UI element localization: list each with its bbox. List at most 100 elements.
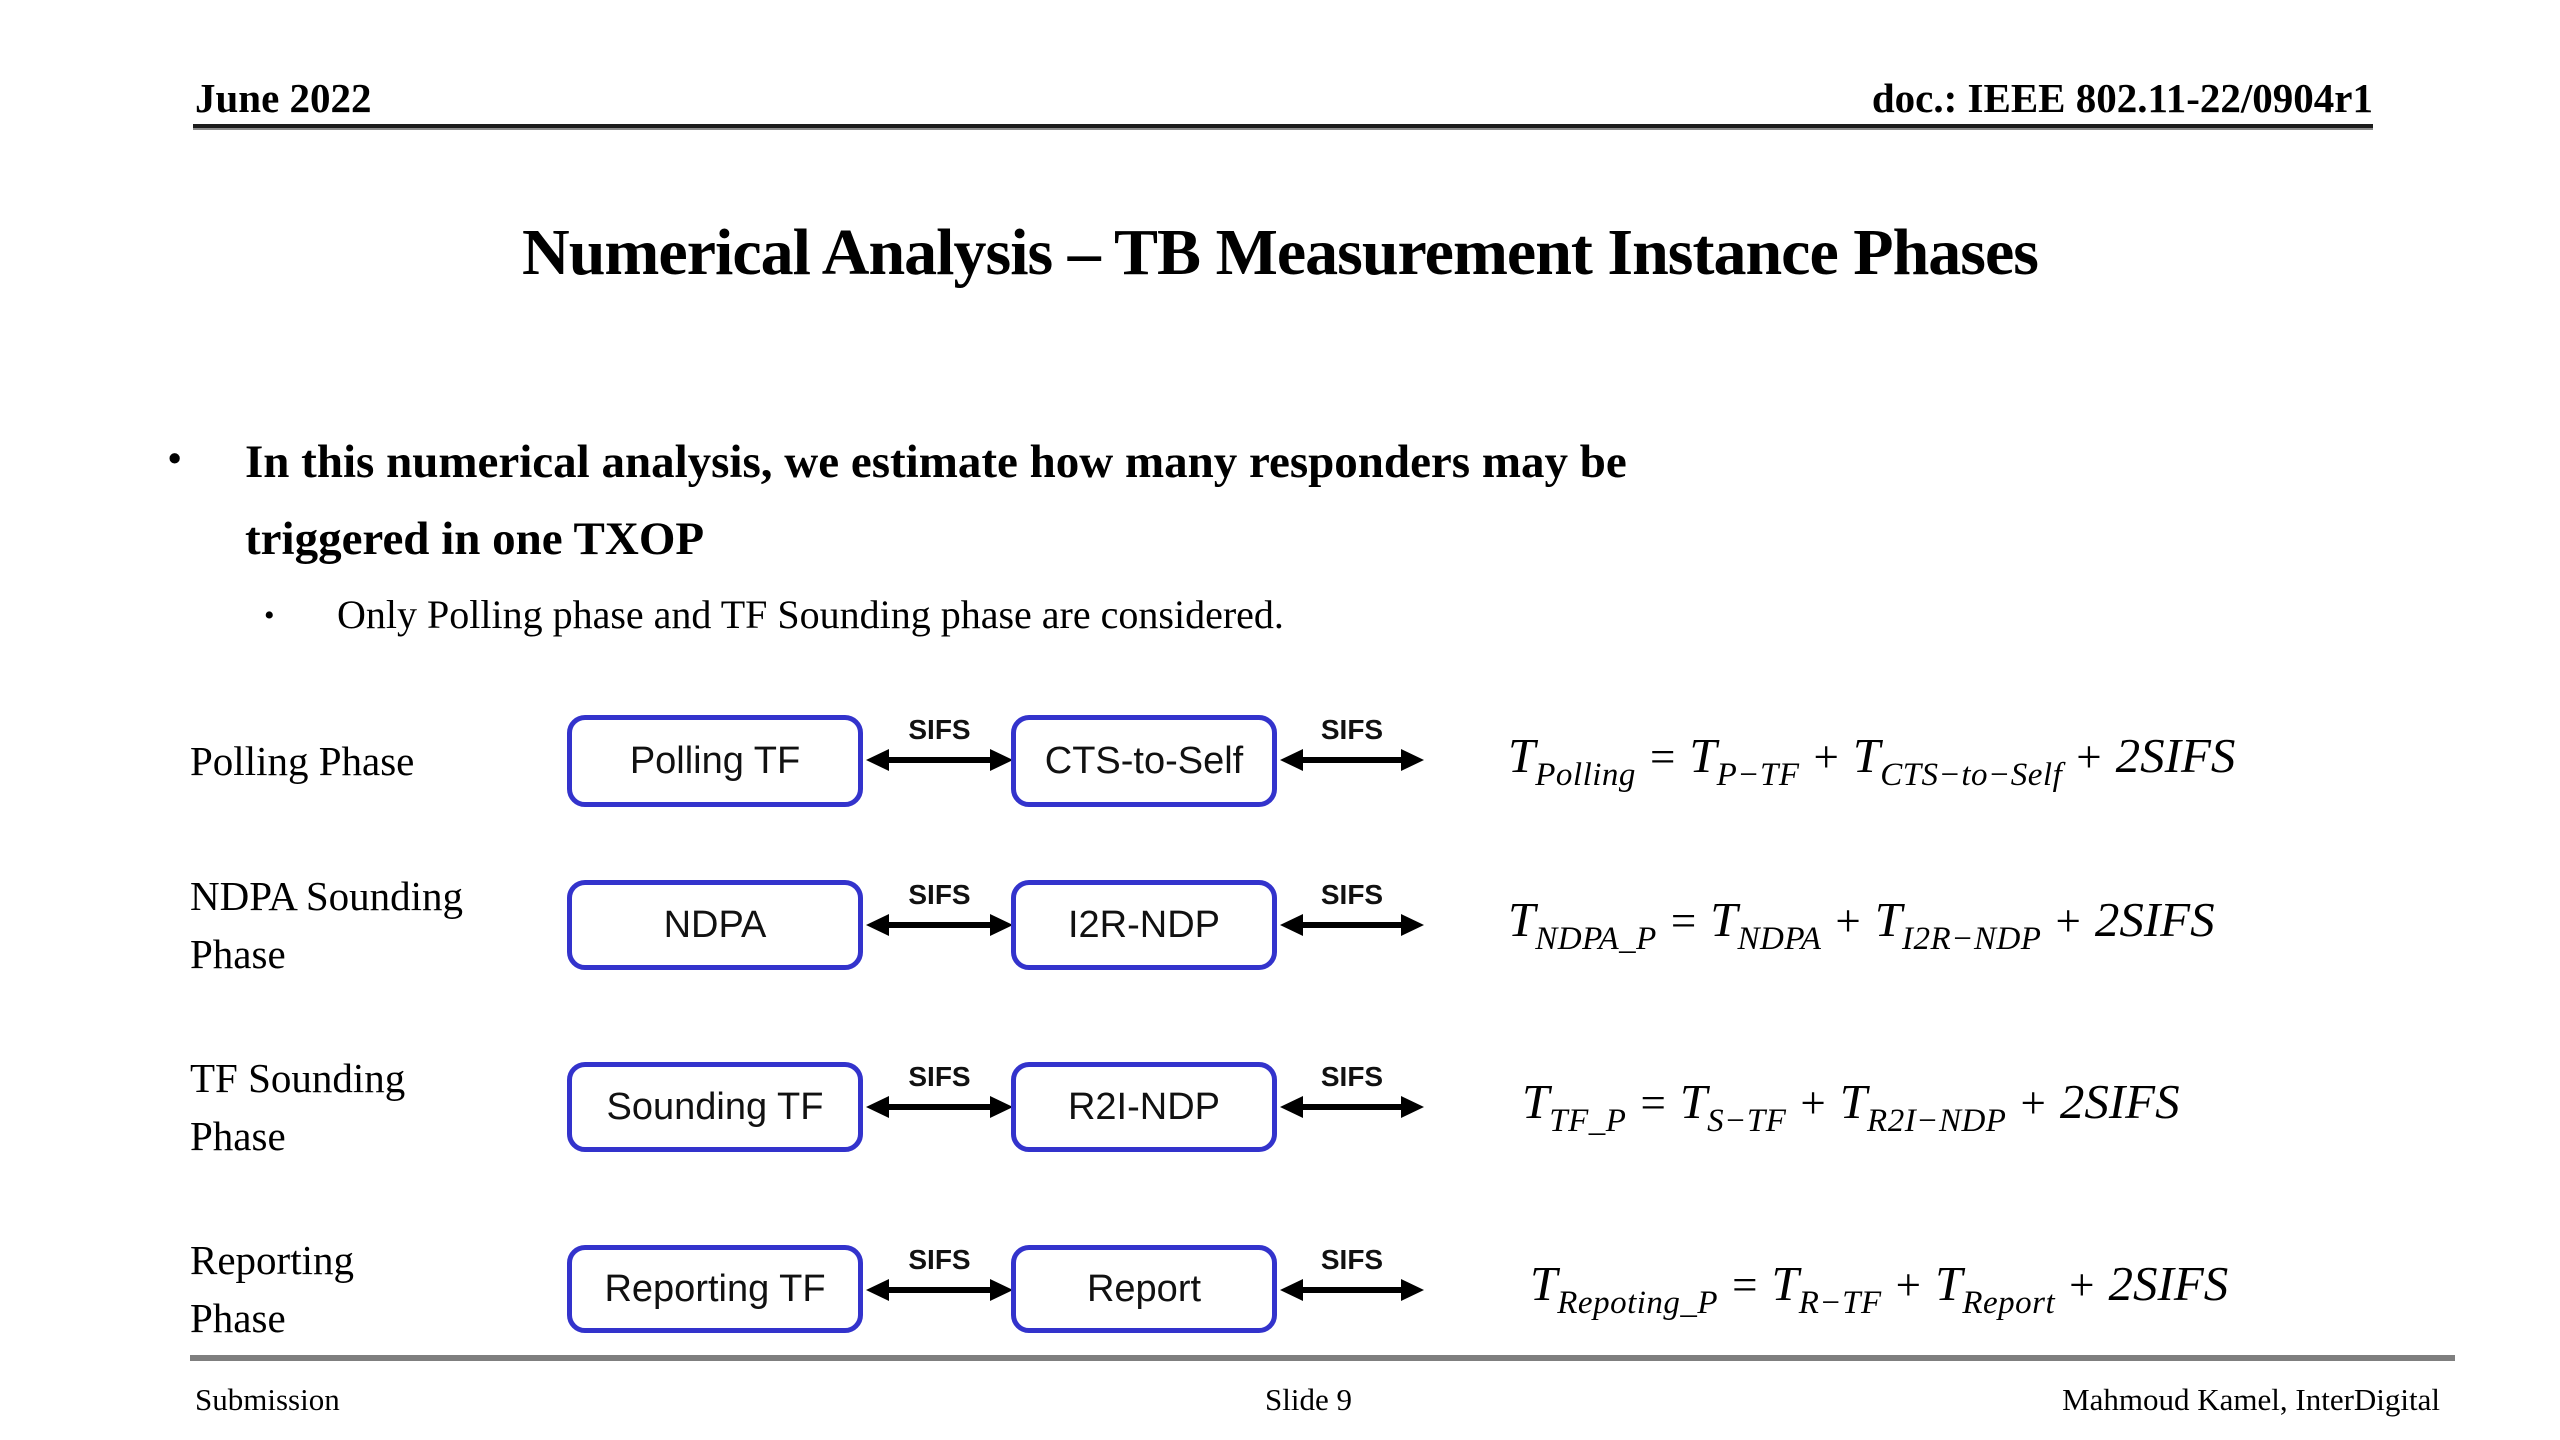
footer-submission: Submission [195, 1382, 340, 1417]
phase-box-reporting-tf: Reporting TF [567, 1245, 863, 1333]
phase-box-r2i-ndp: R2I-NDP [1011, 1062, 1277, 1152]
box-label: CTS-to-Self [1044, 739, 1244, 782]
math-plus: + [1835, 896, 1861, 946]
bullet-marker: • [168, 438, 182, 480]
math-sub: NDPA [1737, 921, 1822, 957]
footer-author: Mahmoud Kamel, InterDigital [2062, 1382, 2440, 1417]
math-sub: I2R−NDP [1902, 921, 2042, 957]
math-plus: + [2020, 1078, 2046, 1128]
formula-ndpa-sounding: TNDPA_P=TNDPA+TI2R−NDP+2SIFS [1508, 892, 2215, 956]
math-sub: Repoting_P [1557, 1285, 1719, 1321]
phase-label-tf-sounding: TF Sounding Phase [190, 1049, 405, 1165]
header-rule [193, 124, 2373, 130]
double-arrow-icon [866, 749, 1013, 771]
phase-label-line2: Phase [190, 1113, 286, 1159]
math-sub: CTS−to−Self [1880, 757, 2063, 793]
math-T: T [1530, 1256, 1558, 1311]
bullet-main: In this numerical analysis, we estimate … [245, 424, 1627, 578]
math-plus: + [2076, 732, 2102, 782]
phase-label-line1: Polling Phase [190, 738, 415, 784]
sifs-gap-2: SIFS [1280, 1246, 1424, 1301]
double-arrow-icon [866, 914, 1013, 936]
sifs-gap-1: SIFS [866, 881, 1013, 936]
phase-box-polling-tf: Polling TF [567, 715, 863, 807]
box-label: R2I-NDP [1067, 1085, 1221, 1128]
math-T: T [1508, 892, 1536, 947]
formula-tf-sounding: TTF_P=TS−TF+TR2I−NDP+2SIFS [1522, 1074, 2180, 1138]
phase-label-line1: NDPA Sounding [190, 873, 464, 919]
header-date: June 2022 [195, 75, 372, 121]
bullet-main-line2: triggered in one TXOP [245, 513, 705, 565]
sifs-label: SIFS [1320, 1244, 1384, 1275]
phase-label-line2: Phase [190, 931, 286, 977]
math-plus: + [1813, 732, 1839, 782]
sifs-gap-2: SIFS [1280, 716, 1424, 771]
math-eq: = [1649, 732, 1676, 782]
math-sub: S−TF [1707, 1103, 1787, 1139]
phase-label-reporting: Reporting Phase [190, 1231, 354, 1347]
math-eq: = [1732, 1260, 1758, 1310]
math-T: T [1508, 728, 1536, 783]
double-arrow-icon [1280, 914, 1424, 936]
math-sub: Report [1962, 1285, 2056, 1321]
math-sub: Polling [1535, 757, 1636, 793]
math-plus: + [2069, 1260, 2095, 1310]
sifs-label: SIFS [908, 1244, 971, 1275]
phase-box-cts-to-self: CTS-to-Self [1011, 715, 1277, 807]
sifs-label: SIFS [1320, 1061, 1384, 1092]
double-arrow-icon [1280, 749, 1424, 771]
formula-polling: TPolling=TP−TF+TCTS−to−Self+2SIFS [1508, 728, 2236, 792]
sifs-gap-2: SIFS [1280, 881, 1424, 936]
sifs-gap-2: SIFS [1280, 1063, 1424, 1118]
math-tail: 2SIFS [2115, 728, 2236, 783]
math-tail: 2SIFS [2108, 1256, 2229, 1311]
sifs-gap-1: SIFS [866, 716, 1013, 771]
math-plus: + [1800, 1078, 1826, 1128]
formula-reporting: TRepoting_P=TR−TF+TReport+2SIFS [1530, 1256, 2229, 1320]
box-label: Polling TF [629, 739, 801, 782]
sub-bullet-marker: • [264, 599, 275, 632]
math-T: T [1771, 1256, 1799, 1311]
math-sub: TF_P [1549, 1103, 1627, 1139]
double-arrow-icon [1280, 1279, 1424, 1301]
sifs-gap-1: SIFS [866, 1063, 1013, 1118]
math-tail: 2SIFS [2059, 1074, 2180, 1129]
double-arrow-icon [866, 1096, 1013, 1118]
math-T: T [1874, 892, 1903, 947]
box-label: Reporting TF [604, 1267, 826, 1310]
math-plus: + [1895, 1260, 1922, 1310]
sifs-label: SIFS [908, 879, 971, 910]
math-sub: R2I−NDP [1867, 1103, 2007, 1139]
math-T: T [1522, 1074, 1550, 1129]
math-eq: = [1640, 1078, 1666, 1128]
header-doc-number: doc.: IEEE 802.11-22/0904r1 [1871, 75, 2373, 121]
math-T: T [1679, 1074, 1708, 1129]
math-sub: NDPA_P [1535, 921, 1657, 957]
sifs-label: SIFS [908, 714, 971, 745]
phase-box-report: Report [1011, 1245, 1277, 1333]
math-T: T [1852, 728, 1881, 783]
phase-box-ndpa: NDPA [567, 880, 863, 970]
footer-slide-number: Slide 9 [1265, 1382, 1352, 1417]
double-arrow-icon [1280, 1096, 1424, 1118]
math-plus: + [2055, 896, 2081, 946]
math-eq: = [1670, 896, 1697, 946]
phase-label-line2: Phase [190, 1295, 286, 1341]
math-sub: P−TF [1716, 757, 1800, 793]
box-label: I2R-NDP [1067, 903, 1221, 946]
sifs-label: SIFS [1320, 714, 1384, 745]
phase-label-ndpa-sounding: NDPA Sounding Phase [190, 867, 463, 983]
sub-bullet: Only Polling phase and TF Sounding phase… [337, 592, 1284, 637]
double-arrow-icon [866, 1279, 1013, 1301]
math-tail: 2SIFS [2094, 892, 2215, 947]
box-label: NDPA [663, 903, 767, 946]
phase-box-sounding-tf: Sounding TF [567, 1062, 863, 1152]
phase-label-line1: Reporting [190, 1237, 354, 1283]
bullet-main-line1: In this numerical analysis, we estimate … [245, 436, 1627, 488]
math-T: T [1689, 728, 1717, 783]
math-T: T [1710, 892, 1738, 947]
phase-label-line1: TF Sounding [190, 1055, 406, 1101]
math-sub: R−TF [1798, 1285, 1882, 1321]
math-T: T [1935, 1256, 1963, 1311]
